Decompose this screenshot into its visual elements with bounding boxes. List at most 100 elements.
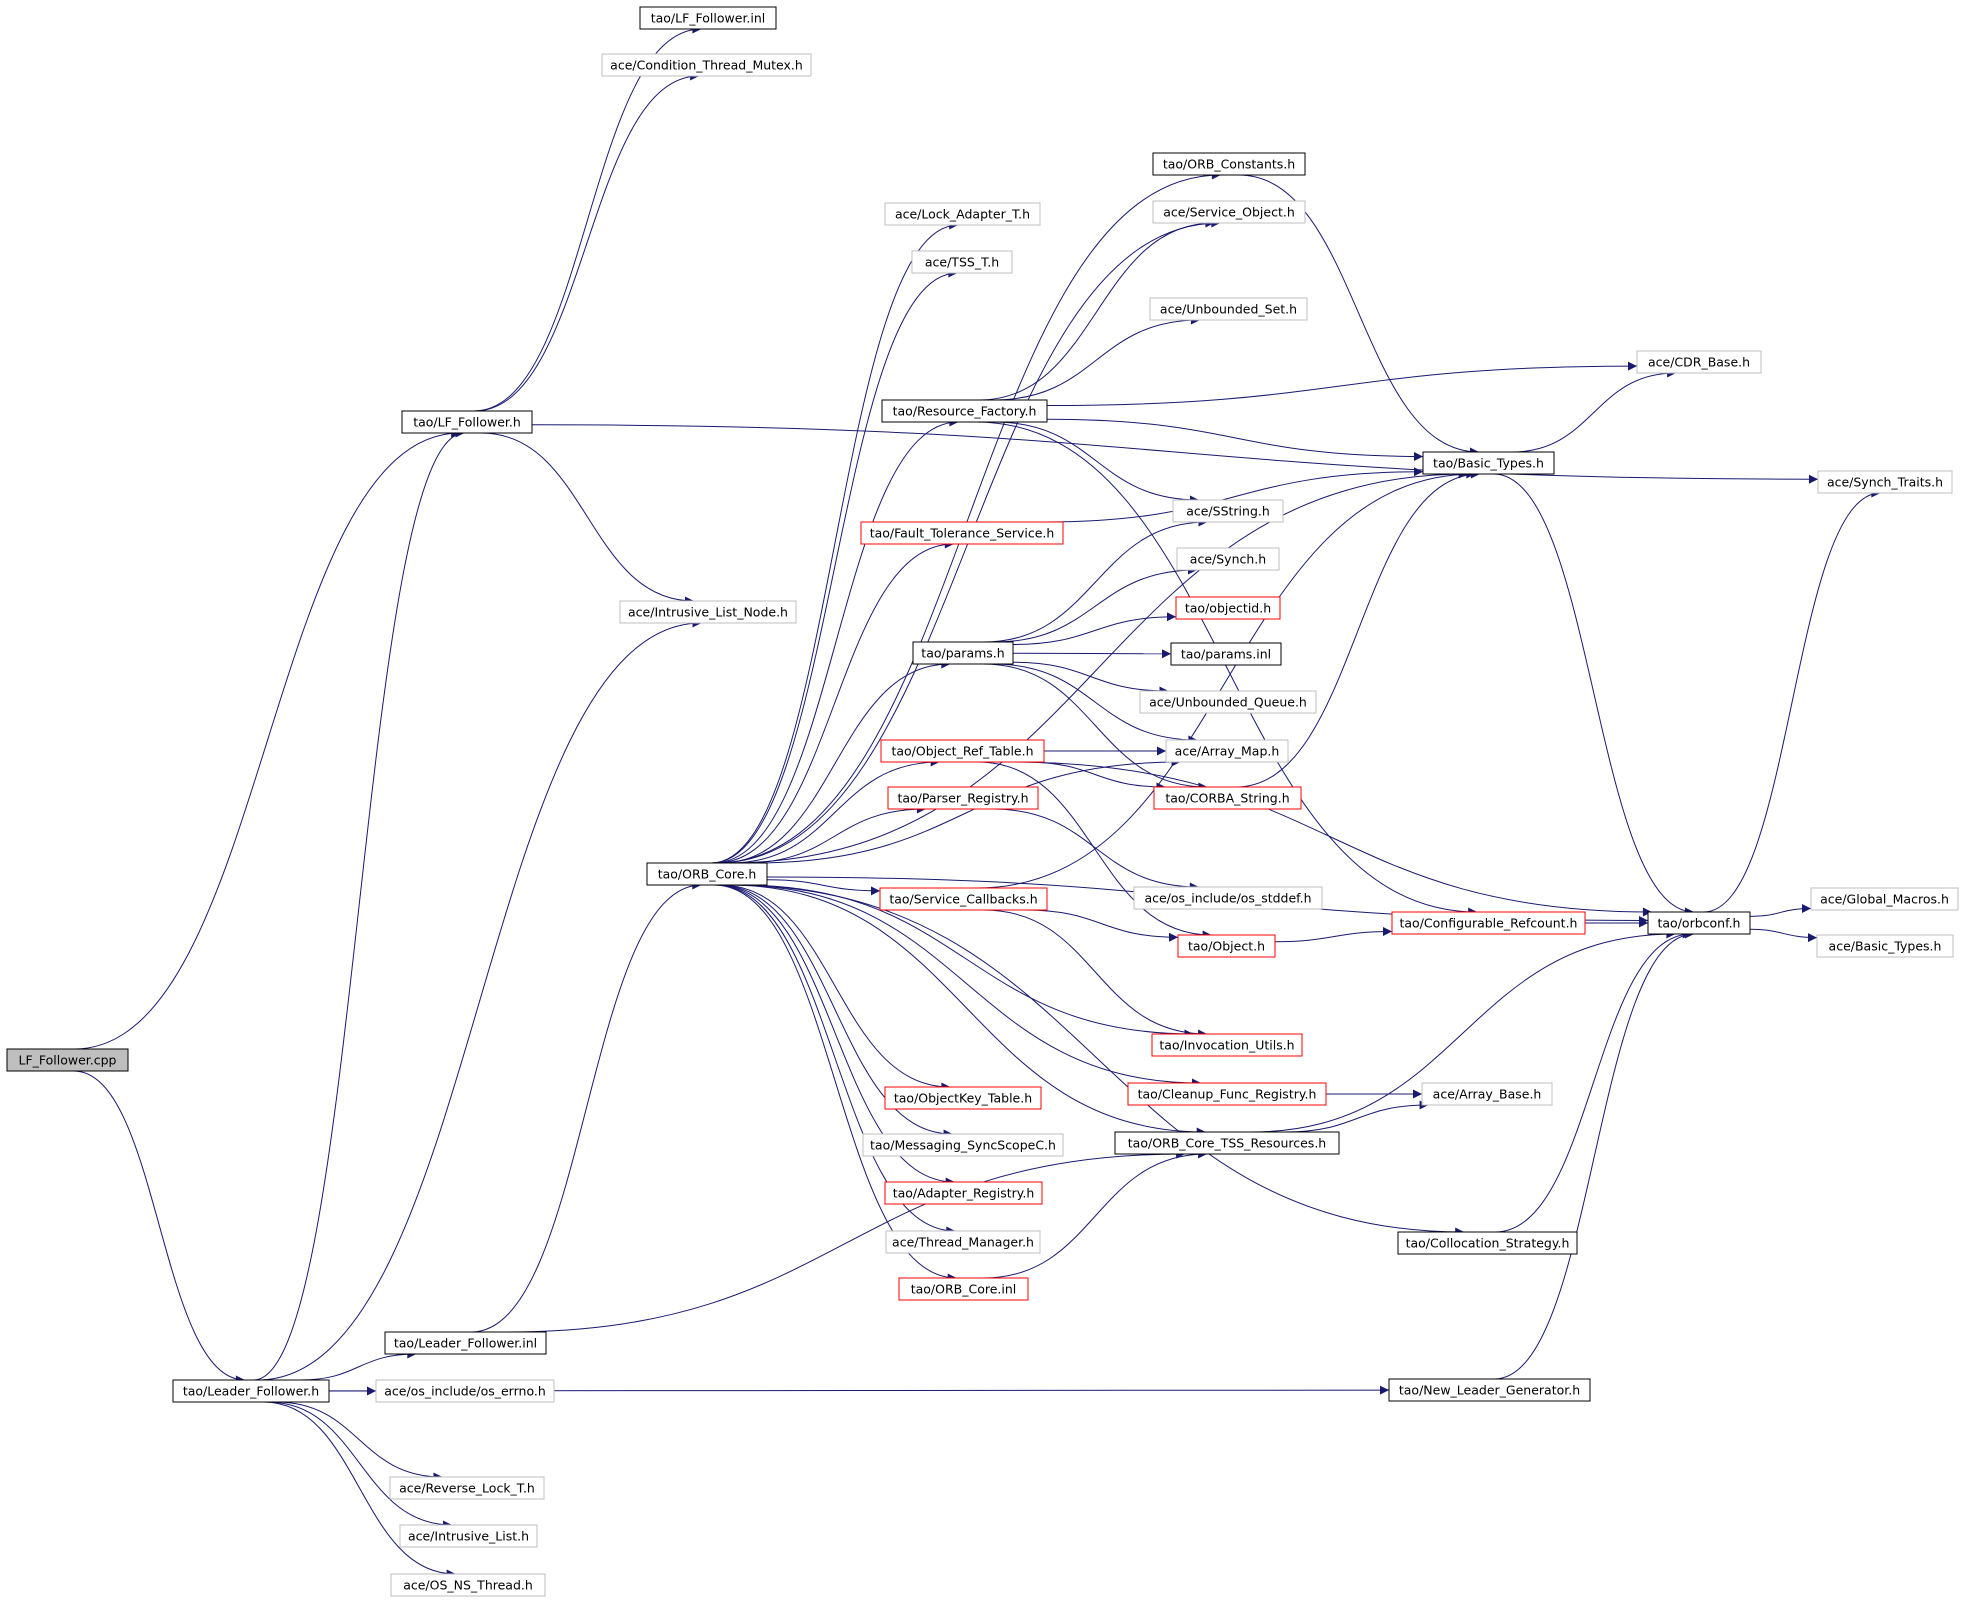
node-label: tao/Adapter_Registry.h [893,1186,1035,1201]
edge-tao_orb_core_h-to-tao_messaging_syncscopec_h [717,884,953,1139]
node-box [887,786,1039,810]
node-tao_objectid_h[interactable]: tao/objectid.h [1175,596,1281,620]
node-tao_parser_registry_h[interactable]: tao/Parser_Registry.h [887,786,1039,810]
edge-tao_orbconf_h-to-ace_basic_types_h [1749,928,1818,943]
node-ace_synch_traits_h[interactable]: ace/Synch_Traits.h [1817,470,1953,494]
node-tao_cleanup_func_registry_h[interactable]: tao/Cleanup_Func_Registry.h [1127,1082,1327,1106]
node-ace_unbounded_set_h[interactable]: ace/Unbounded_Set.h [1149,297,1308,321]
edge-tao_fault_tolerance_service_h-to-tao_basic_types_h [1044,467,1424,523]
node-box [1127,1082,1327,1106]
node-ace_basic_types_h[interactable]: ace/Basic_Types.h [1816,934,1954,958]
node-label: ace/Synch.h [1190,552,1266,567]
node-tao_object_h[interactable]: tao/Object.h [1177,934,1276,958]
node-lf_follower_cpp[interactable]: LF_Follower.cpp [6,1048,129,1072]
node-ace_reverse_lock_t_h[interactable]: ace/Reverse_Lock_T.h [389,1476,545,1500]
node-ace_intrusive_list_h[interactable]: ace/Intrusive_List.h [399,1524,538,1548]
edge-lf_follower_cpp-to-tao_leader_follower_h [73,1070,245,1385]
node-box [860,521,1064,545]
node-box [884,1086,1042,1110]
node-tao_params_h[interactable]: tao/params.h [912,641,1014,665]
edge-tao_resource_factory_h-to-ace_unbounded_set_h [992,315,1201,401]
node-box [880,739,1045,763]
node-tao_collocation_strategy_h[interactable]: tao/Collocation_Strategy.h [1397,1231,1578,1255]
edge-tao_orb_core_h-to-tao_parser_registry_h [744,804,926,864]
node-label: tao/Resource_Factory.h [893,404,1037,419]
node-ace_tss_t_h[interactable]: ace/TSS_T.h [911,250,1013,274]
node-tao_leader_follower_inl[interactable]: tao/Leader_Follower.inl [384,1331,547,1355]
node-tao_orbconf_h[interactable]: tao/orbconf.h [1647,911,1751,935]
node-ace_synch_h[interactable]: ace/Synch.h [1176,547,1280,571]
node-label: tao/Cleanup_Func_Registry.h [1138,1087,1317,1102]
node-ace_os_include_os_errno_h[interactable]: ace/os_include/os_errno.h [375,1379,555,1403]
node-tao_basic_types_h[interactable]: tao/Basic_Types.h [1422,451,1555,475]
node-tao_messaging_syncscopec_h[interactable]: tao/Messaging_SyncScopeC.h [862,1133,1064,1157]
node-box [885,1230,1041,1254]
edge-tao_collocation_strategy_h-to-tao_orbconf_h [1494,929,1692,1233]
node-ace_sstring_h[interactable]: ace/SString.h [1172,499,1284,523]
edge-tao_orbconf_h-to-ace_synch_traits_h [1703,488,1881,913]
edge-tao_params_h-to-ace_synch_h [993,565,1198,643]
node-tao_orb_constants_h[interactable]: tao/ORB_Constants.h [1152,152,1306,176]
node-tao_fault_tolerance_service_h[interactable]: tao/Fault_Tolerance_Service.h [860,521,1064,545]
edge-tao_resource_factory_h-to-ace_service_object_h [979,218,1215,401]
node-box [399,1524,538,1548]
edge-tao_resource_factory_h-to-ace_cdr_base_h [1046,361,1638,406]
node-box [601,53,812,77]
node-ace_unbounded_queue_h[interactable]: ace/Unbounded_Queue.h [1139,690,1317,714]
node-tao_new_leader_generator_h[interactable]: tao/New_Leader_Generator.h [1388,1378,1591,1402]
node-ace_thread_manager_h[interactable]: ace/Thread_Manager.h [885,1230,1041,1254]
node-tao_lf_follower_inl[interactable]: tao/LF_Follower.inl [639,6,777,30]
node-tao_service_callbacks_h[interactable]: tao/Service_Callbacks.h [879,887,1048,911]
node-tao_resource_factory_h[interactable]: tao/Resource_Factory.h [881,399,1048,423]
node-ace_array_map_h[interactable]: ace/Array_Map.h [1165,739,1289,763]
node-label: tao/Parser_Registry.h [897,791,1028,806]
node-ace_service_object_h[interactable]: ace/Service_Object.h [1152,200,1306,224]
edge-tao_lf_follower_h-to-ace_synch_traits_h [531,424,1819,484]
node-label: tao/ORB_Core.inl [911,1282,1017,1297]
node-ace_array_base_h[interactable]: ace/Array_Base.h [1421,1082,1553,1106]
node-ace_intrusive_list_node_h[interactable]: ace/Intrusive_List_Node.h [619,600,797,624]
edge-tao_object_ref_table_h-to-tao_orbconf_h [1009,761,1652,917]
node-tao_objectkey_table_h[interactable]: tao/ObjectKey_Table.h [884,1086,1042,1110]
node-label: tao/Leader_Follower.h [183,1384,319,1399]
node-tao_adapter_registry_h[interactable]: tao/Adapter_Registry.h [884,1181,1043,1205]
edge-tao_corba_string_h-to-tao_basic_types_h [1236,469,1480,788]
node-label: tao/objectid.h [1185,601,1271,616]
node-label: tao/New_Leader_Generator.h [1399,1383,1580,1398]
node-ace_os_include_os_stddef_h[interactable]: ace/os_include/os_stddef.h [1133,886,1323,910]
edge-tao_orb_constants_h-to-tao_basic_types_h [1238,174,1480,457]
node-ace_os_ns_thread_h[interactable]: ace/OS_NS_Thread.h [390,1573,546,1597]
node-tao_orb_core_inl[interactable]: tao/ORB_Core.inl [898,1277,1029,1301]
node-tao_orb_core_h[interactable]: tao/ORB_Core.h [646,862,768,886]
edge-tao_resource_factory_h-to-tao_configurable_refcount_h [975,421,1478,917]
node-tao_object_ref_table_h[interactable]: tao/Object_Ref_Table.h [880,739,1045,763]
node-label: ace/Array_Base.h [1433,1087,1542,1102]
node-tao_orb_core_tss_resources_h[interactable]: tao/ORB_Core_TSS_Resources.h [1114,1131,1340,1155]
node-box [881,399,1048,423]
node-box [1151,1033,1303,1057]
node-tao_params_inl[interactable]: tao/params.inl [1170,642,1282,666]
node-tao_invocation_utils_h[interactable]: tao/Invocation_Utils.h [1151,1033,1303,1057]
node-label: tao/Basic_Types.h [1433,456,1544,471]
node-tao_corba_string_h[interactable]: tao/CORBA_String.h [1153,786,1302,810]
node-box [401,410,533,434]
edge-tao_orb_core_h-to-tao_collocation_strategy_h [730,884,1465,1237]
node-tao_configurable_refcount_h[interactable]: tao/Configurable_Refcount.h [1391,911,1586,935]
node-label: ace/Condition_Thread_Mutex.h [610,58,803,73]
node-label: tao/Configurable_Refcount.h [1400,916,1578,931]
edges-layer [73,24,1881,1579]
node-box [879,887,1048,911]
edge-tao_orb_core_h-to-ace_array_map_h [753,757,1181,864]
node-ace_lock_adapter_t_h[interactable]: ace/Lock_Adapter_T.h [884,202,1041,226]
node-ace_condition_thread_mutex_h[interactable]: ace/Condition_Thread_Mutex.h [601,53,812,77]
node-tao_lf_follower_h[interactable]: tao/LF_Follower.h [401,410,533,434]
node-ace_global_macros_h[interactable]: ace/Global_Macros.h [1810,887,1959,911]
edge-tao_leader_follower_h-to-ace_intrusive_list_node_h [257,618,702,1381]
edge-tao_orb_core_h-to-tao_orb_core_inl [713,884,957,1283]
node-label: tao/Messaging_SyncScopeC.h [870,1138,1056,1153]
node-ace_cdr_base_h[interactable]: ace/CDR_Base.h [1636,350,1762,374]
node-tao_leader_follower_h[interactable]: tao/Leader_Follower.h [172,1379,330,1403]
node-box [1152,200,1306,224]
node-label: tao/Invocation_Utils.h [1159,1038,1294,1053]
